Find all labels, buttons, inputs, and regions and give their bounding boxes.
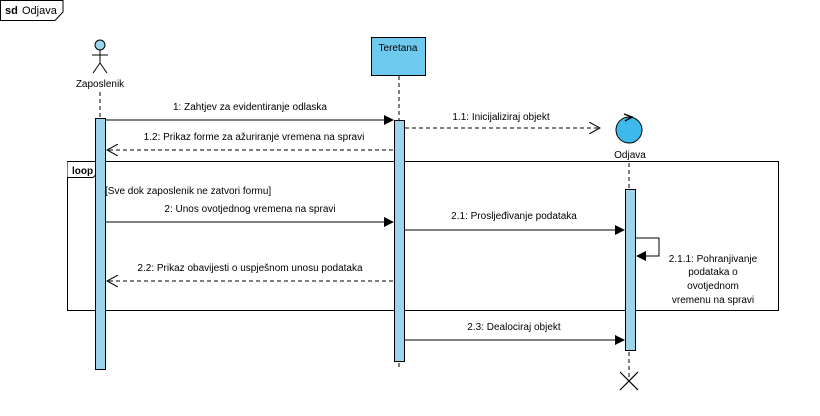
activation-teretana bbox=[394, 120, 405, 362]
message-1-2-label: 1.2: Prikaz forme za ažuriranje vremena … bbox=[144, 132, 365, 143]
actor-label: Zaposlenik bbox=[76, 79, 125, 90]
message-2-1-1-line3: ovotjednom bbox=[687, 281, 739, 292]
actor-zaposlenik: Zaposlenik bbox=[76, 39, 125, 90]
teretana-label: Teretana bbox=[379, 43, 418, 54]
loop-fragment: loop [Sve dok zaposlenik ne zatvori form… bbox=[67, 161, 779, 311]
message-1: 1: Zahtjev za evidentiranje odlaska bbox=[106, 102, 394, 125]
message-2-2-label: 2.2: Prikaz obavijesti o uspješnom unosu… bbox=[137, 263, 363, 274]
lifeline-head-teretana: Teretana bbox=[371, 37, 426, 76]
message-2-1-1-line2: podataka o bbox=[688, 267, 738, 278]
message-2-3: 2.3: Dealociraj objekt bbox=[405, 322, 625, 345]
message-2-3-label: 2.3: Dealociraj objekt bbox=[467, 322, 561, 333]
message-2-1-1-self: 2.1.1: Pohranjivanje podataka o ovotjedn… bbox=[636, 237, 758, 306]
activation-zaposlenik bbox=[95, 118, 106, 370]
message-1-1-label: 1.1: Inicijaliziraj objekt bbox=[452, 112, 549, 123]
message-1-2: 1.2: Prikaz forme za ažuriranje vremena … bbox=[107, 132, 393, 150]
message-2-1: 2.1: Prosljeđivanje podataka bbox=[405, 211, 625, 235]
control-odjava: Odjava bbox=[614, 113, 646, 161]
loop-guard: [Sve dok zaposlenik ne zatvori formu] bbox=[105, 186, 271, 197]
message-2-2: 2.2: Prikaz obavijesti o uspješnom unosu… bbox=[107, 263, 393, 281]
frame-tab: sd Odjava bbox=[0, 0, 64, 21]
message-2-label: 2: Unos ovotjednog vremena na spravi bbox=[164, 204, 335, 215]
message-2: 2: Unos ovotjednog vremena na spravi bbox=[106, 204, 394, 227]
control-circle-icon bbox=[615, 116, 643, 144]
activation-odjava bbox=[625, 189, 636, 351]
message-1-1: 1.1: Inicijaliziraj objekt bbox=[405, 112, 600, 128]
message-2-1-1-line1: 2.1.1: Pohranjivanje bbox=[669, 254, 758, 265]
actor-head-icon bbox=[94, 39, 106, 51]
control-label: Odjava bbox=[614, 150, 646, 161]
frame-prefix: sd bbox=[5, 5, 18, 17]
frame-name: Odjava bbox=[22, 5, 58, 17]
destroy-icon bbox=[619, 371, 639, 391]
loop-label: loop bbox=[72, 166, 93, 177]
message-1-label: 1: Zahtjev za evidentiranje odlaska bbox=[173, 102, 327, 113]
message-2-1-label: 2.1: Prosljeđivanje podataka bbox=[451, 211, 577, 222]
message-2-1-1-line4: vremenu na spravi bbox=[672, 295, 754, 306]
